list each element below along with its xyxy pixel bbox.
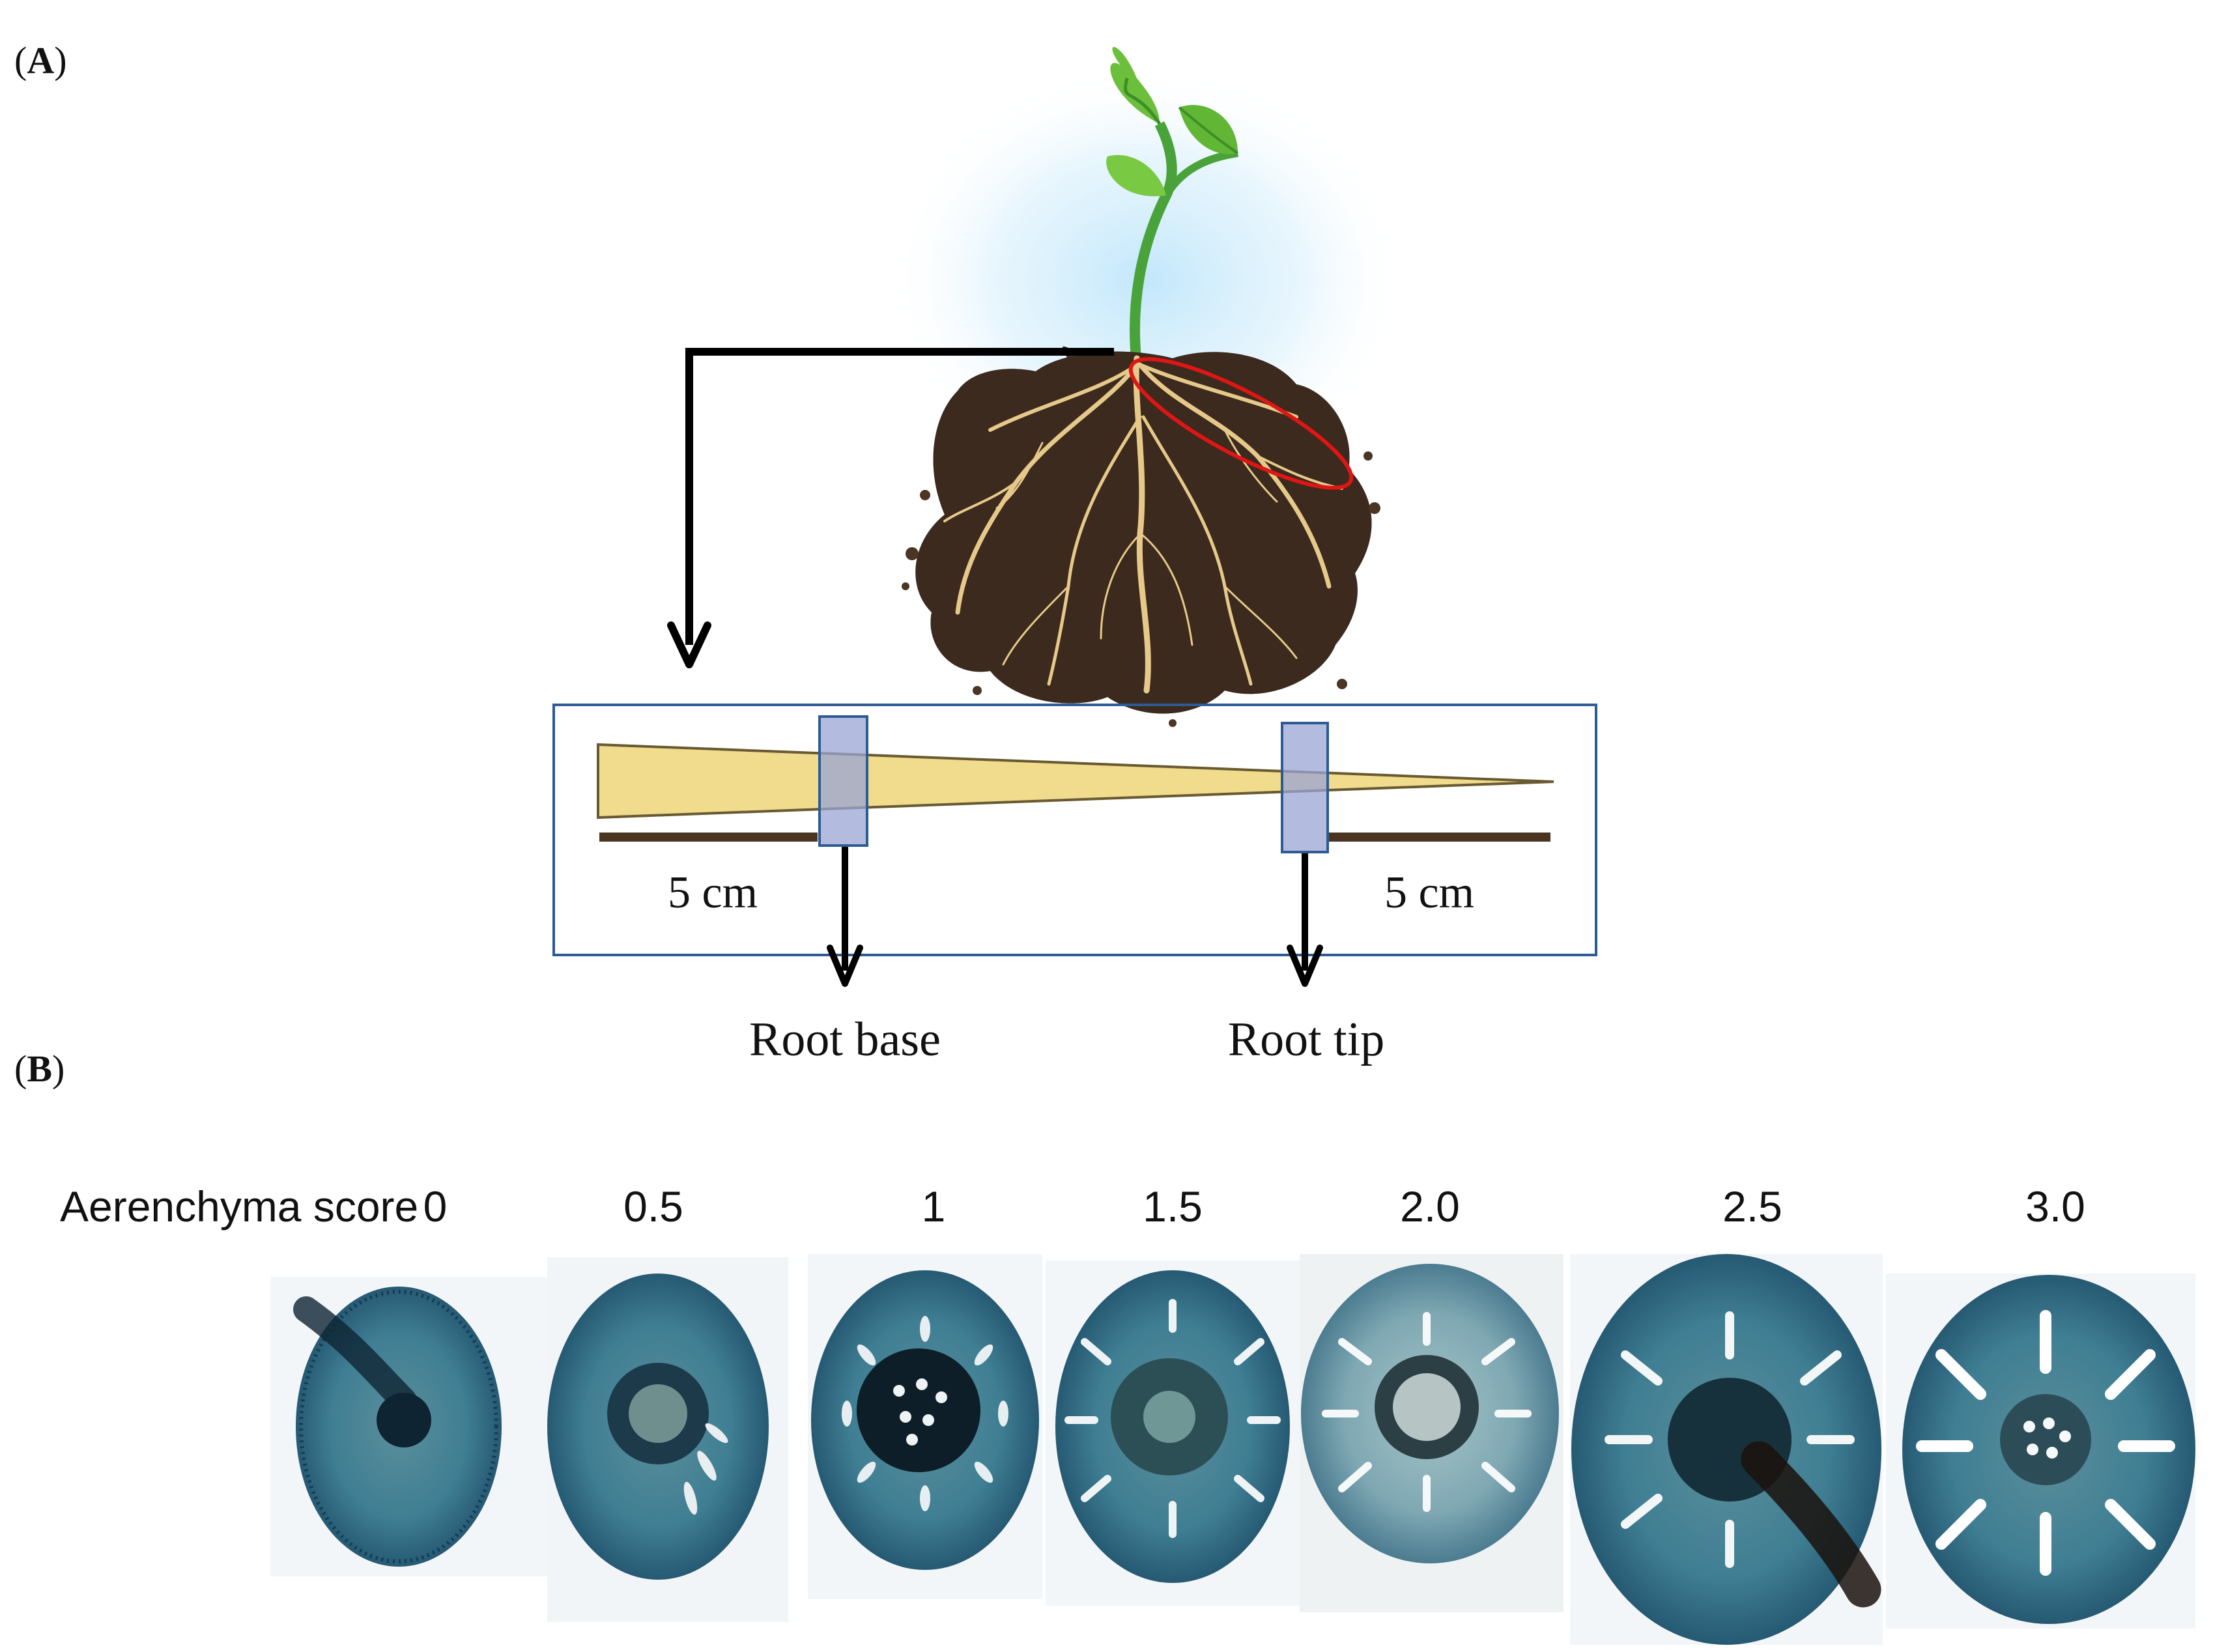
- panel-a-label: (A): [14, 39, 67, 81]
- cross-section-score-2.0: [1300, 1254, 1563, 1612]
- score-label-5: 2.5: [1722, 1182, 1782, 1231]
- root-schematic-frame: [552, 704, 1597, 956]
- root-base-arrow: [827, 847, 863, 987]
- cross-section-score-2.5: [1570, 1254, 1883, 1645]
- score-label-4: 2.0: [1400, 1182, 1460, 1231]
- cross-section-score-0.5: [547, 1257, 788, 1622]
- seedling-illustration: [1106, 47, 1239, 365]
- cross-section-score-1.5: [1046, 1260, 1300, 1606]
- measure-bar-left: [599, 833, 818, 842]
- aerenchyma-score-title: Aerenchyma score: [60, 1182, 418, 1231]
- score-label-1: 0.5: [623, 1182, 683, 1231]
- cross-section-score-0: [270, 1277, 552, 1576]
- score-label-0: 0: [423, 1182, 448, 1231]
- root-tip-section-box: [1281, 722, 1329, 853]
- score-label-3: 1.5: [1143, 1182, 1203, 1231]
- root-base-section-box: [818, 715, 868, 847]
- root-system: [943, 355, 1343, 694]
- root-base-highlight-ellipse: [1128, 357, 1354, 490]
- soil-clump: [902, 346, 1380, 727]
- root-tip-arrow: [1287, 853, 1323, 987]
- cross-section-score-3.0: [1886, 1274, 2195, 1629]
- cross-section-score-1: [808, 1254, 1042, 1599]
- measure-right-label: 5 cm: [1384, 868, 1474, 918]
- measure-bar-right: [1329, 833, 1550, 842]
- root-tip-label: Root tip: [1228, 1013, 1385, 1066]
- bent-arrow: [667, 348, 1114, 668]
- score-label-6: 3.0: [2025, 1182, 2085, 1231]
- measure-left-label: 5 cm: [668, 868, 758, 918]
- root-base-label: Root base: [749, 1013, 941, 1066]
- tapered-root-shape: [597, 743, 1554, 819]
- panel-b-label: (B): [14, 1047, 64, 1090]
- score-label-2: 1: [922, 1182, 946, 1231]
